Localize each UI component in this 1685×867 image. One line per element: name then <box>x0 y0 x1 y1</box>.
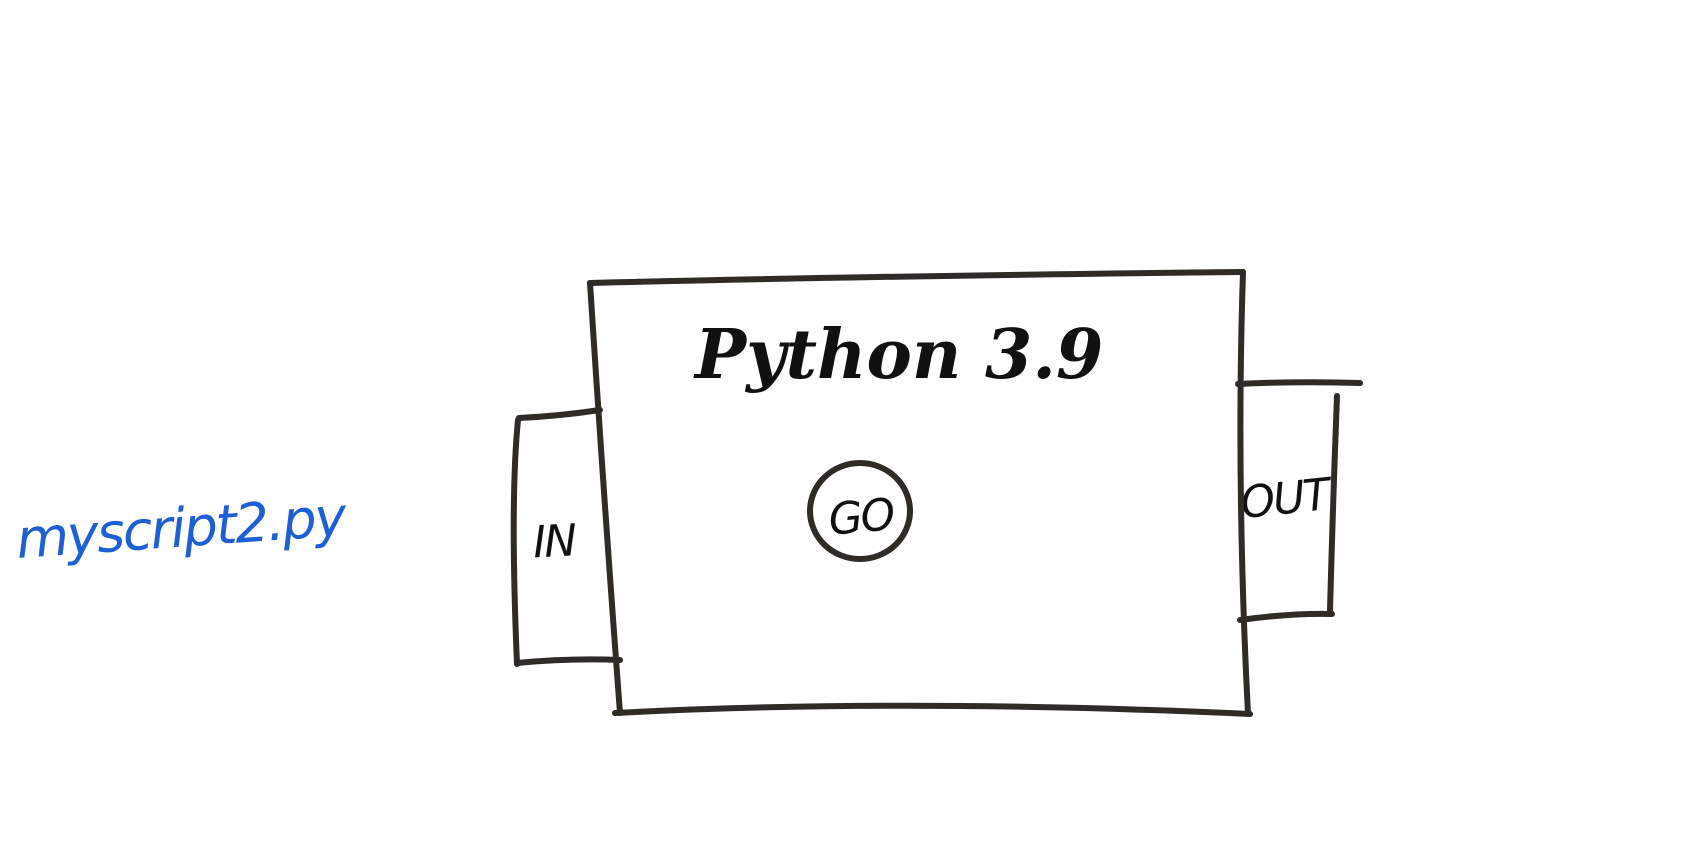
script-filename-label: myscript2.py <box>14 485 349 571</box>
input-port: IN <box>510 407 623 667</box>
output-port-label: OUT <box>1238 469 1336 529</box>
input-port-label: IN <box>532 515 578 568</box>
interpreter-title: Python 3.9 <box>693 315 1103 395</box>
go-button-label: GO <box>826 489 895 545</box>
interpreter-box <box>587 269 1253 717</box>
go-button[interactable]: GO <box>807 460 913 562</box>
output-port: OUT <box>1235 379 1363 623</box>
